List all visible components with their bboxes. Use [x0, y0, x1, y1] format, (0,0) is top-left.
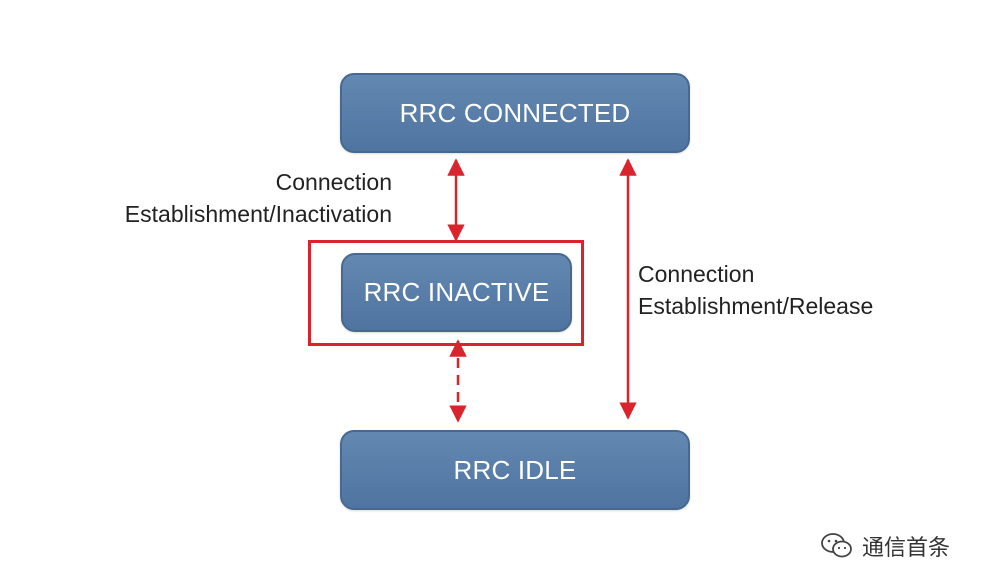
state-rrc-inactive: RRC INACTIVE — [341, 253, 572, 332]
label-connected-idle-line1: Connection — [638, 261, 755, 287]
state-rrc-connected: RRC CONNECTED — [340, 73, 690, 153]
state-rrc-idle: RRC IDLE — [340, 430, 690, 510]
wechat-icon — [820, 532, 854, 560]
label-connected-inactive-line1: Connection — [275, 169, 392, 195]
label-connected-idle: Connection Establishment/Release — [638, 258, 873, 322]
watermark: 通信首条 — [820, 530, 950, 562]
label-connected-inactive: Connection Establishment/Inactivation — [80, 166, 392, 230]
inactive-highlight-frame — [308, 240, 584, 346]
label-connected-idle-line2: Establishment/Release — [638, 293, 874, 319]
watermark-text: 通信首条 — [862, 535, 951, 560]
label-connected-inactive-line2: Establishment/Inactivation — [124, 201, 392, 227]
